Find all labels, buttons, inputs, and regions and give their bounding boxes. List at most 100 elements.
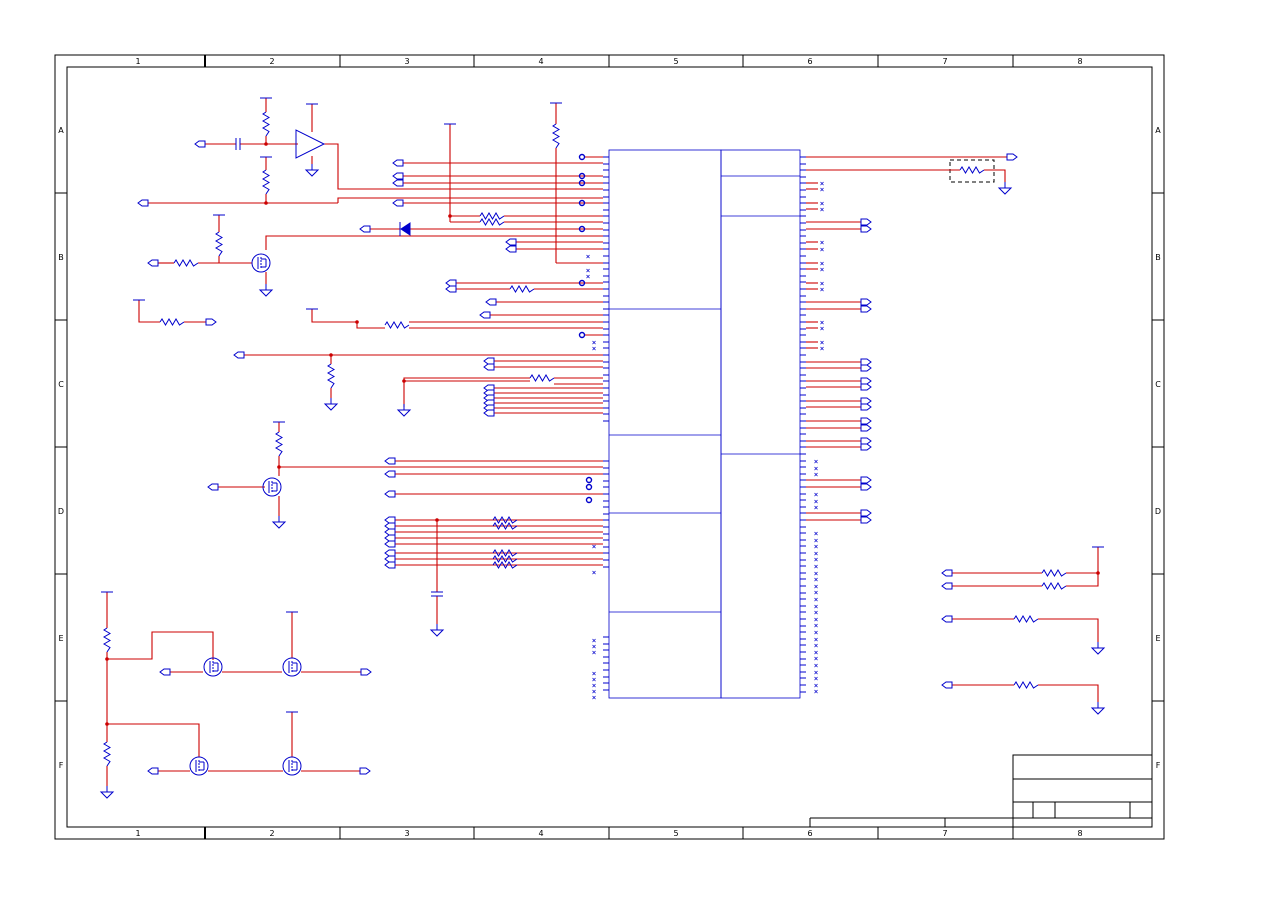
no-connect-icon: × bbox=[814, 623, 819, 630]
no-connect-icon: × bbox=[814, 630, 819, 637]
wire bbox=[1066, 547, 1099, 574]
resistor-icon bbox=[327, 363, 335, 389]
off-page-port-icon bbox=[384, 457, 396, 465]
ground-icon bbox=[304, 164, 320, 177]
no-connect-icon: × bbox=[820, 281, 825, 288]
row-label-right: C bbox=[1155, 380, 1161, 389]
wire bbox=[403, 377, 530, 407]
off-page-port-icon bbox=[359, 225, 371, 233]
components: ××××××××××××××××××××××××××××××××××××××××… bbox=[99, 97, 1106, 799]
no-connect-icon: × bbox=[814, 584, 819, 591]
off-page-port-icon bbox=[445, 279, 457, 287]
resistor-icon bbox=[1013, 681, 1039, 689]
row-label-left: E bbox=[58, 634, 63, 643]
no-connect-icon: × bbox=[820, 201, 825, 208]
no-connect-icon: × bbox=[814, 610, 819, 617]
mosfet-icon bbox=[282, 756, 302, 776]
opamp-icon bbox=[295, 129, 326, 159]
capacitor-icon bbox=[431, 591, 443, 597]
row-label-left: C bbox=[58, 380, 64, 389]
no-connect-icon: × bbox=[820, 326, 825, 333]
ground-icon bbox=[396, 404, 412, 417]
col-label-bottom: 5 bbox=[673, 829, 678, 838]
off-page-port-icon bbox=[860, 397, 872, 405]
no-connect-icon: × bbox=[814, 557, 819, 564]
wire bbox=[107, 631, 214, 660]
no-connect-icon: × bbox=[820, 320, 825, 327]
ground-icon bbox=[99, 786, 115, 799]
col-label-top: 2 bbox=[269, 57, 274, 66]
off-page-port-icon bbox=[137, 199, 149, 207]
off-page-port-icon bbox=[392, 159, 404, 167]
resistor-icon bbox=[492, 555, 518, 563]
no-connect-icon: × bbox=[814, 670, 819, 677]
no-connect-icon: × bbox=[586, 268, 591, 275]
capacitor-icon bbox=[235, 138, 241, 150]
test-point-icon bbox=[578, 153, 586, 161]
no-connect-icon: × bbox=[592, 650, 597, 657]
no-connect-icon: × bbox=[820, 261, 825, 268]
mosfet-icon bbox=[282, 657, 302, 677]
resistor-icon bbox=[492, 522, 518, 530]
resistor-icon bbox=[275, 431, 283, 457]
off-page-port-icon bbox=[392, 179, 404, 187]
off-page-port-icon bbox=[941, 681, 953, 689]
col-label-top: 8 bbox=[1077, 57, 1082, 66]
resistor-icon bbox=[529, 374, 555, 382]
ic-pins bbox=[603, 156, 806, 693]
off-page-port-icon bbox=[860, 476, 872, 484]
no-connect-icon: × bbox=[814, 499, 819, 506]
off-page-port-icon bbox=[860, 403, 872, 411]
no-connect-icon: × bbox=[592, 695, 597, 702]
off-page-port-icon bbox=[392, 172, 404, 180]
resistor-icon bbox=[1013, 615, 1039, 623]
resistor-icon bbox=[262, 111, 270, 137]
main-ic-block bbox=[608, 149, 801, 699]
row-labels: A B C D E F A B C D E F bbox=[58, 126, 1161, 770]
off-page-port-icon bbox=[159, 668, 171, 676]
optional-component-outline bbox=[949, 159, 995, 183]
no-connect-icon: × bbox=[814, 538, 819, 545]
no-connect-icon: × bbox=[814, 531, 819, 538]
no-connect-icon: × bbox=[586, 274, 591, 281]
resistor-icon bbox=[159, 318, 185, 326]
no-connect-icon: × bbox=[820, 346, 825, 353]
resistor-icon bbox=[1041, 569, 1067, 577]
title-block bbox=[809, 754, 1153, 828]
wire bbox=[324, 143, 603, 190]
col-label-top: 5 bbox=[673, 57, 678, 66]
no-connect-icon: × bbox=[814, 577, 819, 584]
no-connect-icon: × bbox=[814, 564, 819, 571]
no-connect-icon: × bbox=[592, 683, 597, 690]
no-connect-icon: × bbox=[814, 597, 819, 604]
off-page-port-icon bbox=[860, 305, 872, 313]
off-page-port-icon bbox=[483, 363, 495, 371]
resistor-icon bbox=[959, 166, 985, 174]
no-connect-icon: × bbox=[814, 676, 819, 683]
no-connect-icon: × bbox=[814, 571, 819, 578]
col-label-bottom: 3 bbox=[404, 829, 409, 838]
row-label-left: B bbox=[58, 253, 64, 262]
sheet-frame bbox=[54, 54, 1165, 840]
off-page-port-icon bbox=[485, 298, 497, 306]
off-page-port-icon bbox=[941, 582, 953, 590]
no-connect-icon: × bbox=[820, 181, 825, 188]
off-page-port-icon bbox=[941, 615, 953, 623]
no-connect-icon: × bbox=[820, 240, 825, 247]
no-connect-icon: × bbox=[814, 650, 819, 657]
ground-icon bbox=[1090, 642, 1106, 655]
off-page-port-icon bbox=[1006, 153, 1018, 161]
off-page-port-icon bbox=[860, 218, 872, 226]
no-connect-icon: × bbox=[814, 617, 819, 624]
no-connect-icon: × bbox=[814, 656, 819, 663]
row-label-right: B bbox=[1155, 253, 1161, 262]
off-page-port-icon bbox=[445, 285, 457, 293]
col-label-bottom: 8 bbox=[1077, 829, 1082, 838]
off-page-port-icon bbox=[860, 417, 872, 425]
no-connect-icon: × bbox=[820, 207, 825, 214]
resistor-icon bbox=[384, 321, 410, 329]
row-dividers bbox=[55, 192, 1164, 702]
col-label-bottom: 1 bbox=[135, 829, 140, 838]
col-label-top: 6 bbox=[807, 57, 812, 66]
